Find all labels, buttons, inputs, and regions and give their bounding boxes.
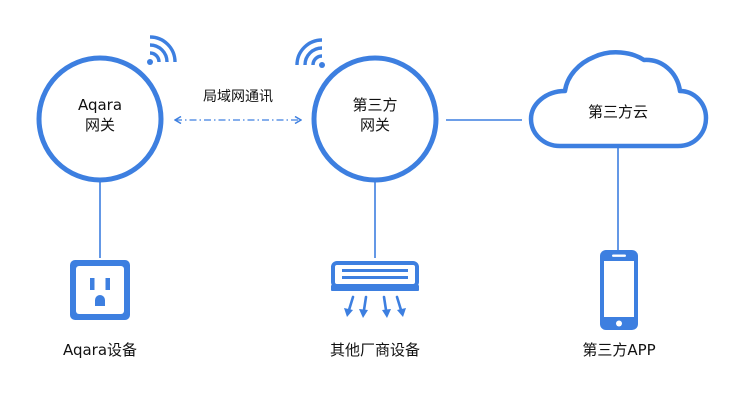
cloud-icon bbox=[528, 50, 709, 149]
wifi-signal-icon bbox=[147, 35, 177, 65]
third-party-cloud-label: 第三方云 bbox=[588, 103, 648, 121]
connectors bbox=[99, 120, 619, 258]
aqara-gateway-label-line1: Aqara bbox=[78, 96, 122, 114]
third-party-cloud-node: 第三方云 bbox=[528, 50, 709, 149]
third-party-gateway-node: 第三方 网关 bbox=[311, 55, 439, 183]
third-party-gateway-label-line2: 网关 bbox=[360, 116, 390, 134]
third-party-gateway-label-line1: 第三方 bbox=[352, 96, 397, 114]
wifi-signal-icon bbox=[295, 38, 325, 68]
third-party-app-label: 第三方APP bbox=[582, 341, 655, 359]
aqara-gateway-label-line2: 网关 bbox=[85, 116, 115, 134]
smartphone-icon bbox=[600, 250, 638, 330]
third-party-gateway-circle bbox=[311, 55, 439, 183]
aqara-gateway-node: Aqara 网关 bbox=[36, 55, 164, 183]
other-device-label: 其他厂商设备 bbox=[330, 341, 420, 359]
aqara-gateway-circle bbox=[36, 55, 164, 183]
lan-comm-label: 局域网通讯 bbox=[203, 89, 273, 105]
air-conditioner-icon bbox=[331, 261, 419, 318]
aqara-device-label: Aqara设备 bbox=[63, 341, 137, 359]
power-outlet-icon bbox=[70, 260, 130, 320]
